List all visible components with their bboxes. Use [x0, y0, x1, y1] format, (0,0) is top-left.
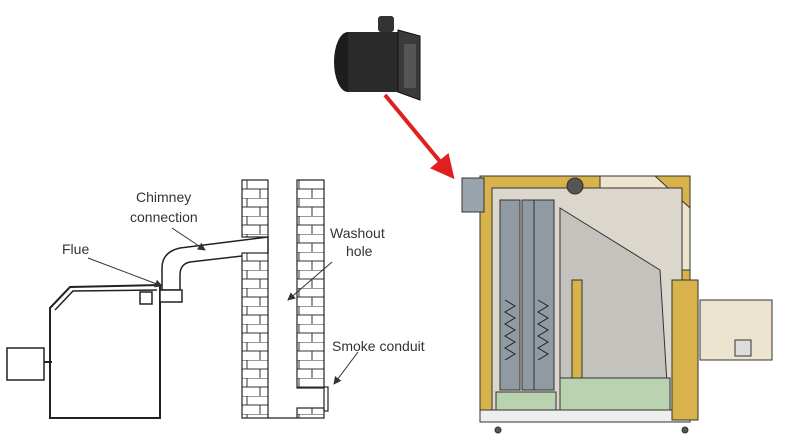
leader-lines — [87, 227, 359, 385]
label-chimney-connection-1: Chimney — [136, 189, 191, 205]
chimney — [241, 179, 329, 419]
label-chimney-connection-2: connection — [130, 209, 198, 225]
red-arrow — [383, 93, 455, 180]
label-smoke-conduit: Smoke conduit — [332, 338, 425, 354]
label-washout-1: Washout — [330, 225, 385, 241]
boiler-outline — [6, 283, 161, 419]
boiler-cutaway-picture — [461, 175, 773, 434]
smoke-conduit-plate — [323, 386, 329, 412]
flue-adapter-picture — [334, 16, 421, 101]
label-washout-2: hole — [346, 243, 373, 259]
label-flue: Flue — [62, 241, 89, 257]
